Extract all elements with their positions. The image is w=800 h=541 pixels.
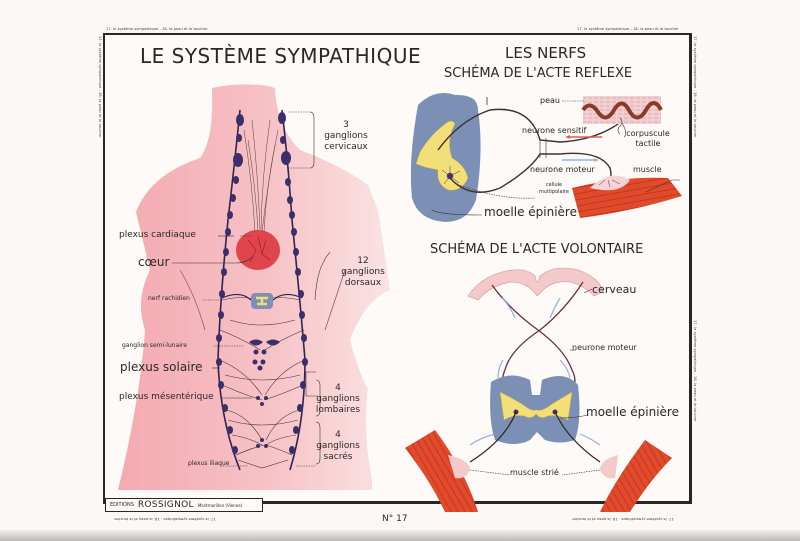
- corpuscule-text: corpuscule: [626, 129, 670, 138]
- reflex-title: SCHÉMA DE L'ACTE REFLEXE: [444, 66, 633, 81]
- neurone-sensitif-label: neurone sensitif: [522, 126, 587, 135]
- neurone-moteur-reflex-label: neurone moteur: [530, 165, 595, 174]
- torso-silhouette: [118, 84, 390, 491]
- plate-number: N° 17: [382, 514, 408, 524]
- cerveau-label: cerveau: [592, 283, 637, 296]
- voluntary-diagram: [405, 267, 672, 512]
- ganglions-dorsaux-count: 12: [357, 256, 369, 266]
- plexus-mesenterique-label: plexus mésentérique: [119, 392, 214, 402]
- motor-neuron: [449, 152, 612, 193]
- plexus-solaire-label: plexus solaire: [120, 360, 203, 374]
- ganglia: [216, 112, 308, 454]
- muscle-label: muscle: [633, 165, 662, 174]
- ganglions-cervicaux-count: 3: [343, 120, 349, 130]
- nerf-rachidien-label: nerf rachidien: [148, 295, 190, 302]
- plexus-cardiaque-label: plexus cardiaque: [119, 230, 196, 240]
- ganglions-dorsaux-text-2: dorsaux: [344, 278, 382, 288]
- publisher-prefix: EDITIONS: [110, 502, 134, 508]
- plexus-iliaque-label: plexus iliaque: [188, 460, 230, 467]
- cellule-multipolaire-label: cellule multipolaire: [532, 182, 576, 196]
- ganglions-sacres-text-2: sacrés: [323, 452, 353, 462]
- tactile-text: tactile: [635, 139, 661, 148]
- running-title-top-left: 17. le système sympathique - 18. la peau…: [106, 27, 208, 31]
- ganglions-lombaires-text: ganglions: [316, 394, 360, 404]
- neurone-moteur-voluntary-label: neurone moteur: [572, 343, 637, 352]
- publisher-name: ROSSIGNOL: [137, 500, 194, 510]
- muscle-strie-label: muscle strié: [510, 468, 559, 477]
- moelle-epiniere-voluntary-label: moelle épinière: [586, 405, 679, 419]
- publisher-box: EDITIONS ROSSIGNOL Montmorillon (Vienne): [105, 498, 263, 512]
- moelle-epiniere-reflex-label: moelle épinière: [484, 205, 577, 219]
- scan-edge-shadow: [0, 530, 800, 541]
- corpuscule-tactile-label: corpuscule tactile: [620, 129, 676, 149]
- heart: [236, 230, 280, 270]
- ganglions-dorsaux-text: ganglions: [341, 267, 385, 277]
- running-title-top-right: 17. le système sympathique - 18. la peau…: [577, 27, 679, 31]
- peau-label: peau: [540, 96, 560, 105]
- ganglions-dorsaux-label: 12 ganglions dorsaux: [335, 256, 391, 289]
- muscle-right: [600, 440, 672, 512]
- cellule-text: cellule: [545, 182, 563, 188]
- brain: [467, 267, 604, 301]
- right-panel-title: LES NERFS: [505, 44, 587, 62]
- ganglions-lombaires-count: 4: [335, 383, 341, 393]
- tactile-corpuscle: [617, 117, 623, 135]
- ganglions-sacres-label: 4 ganglions sacrés: [310, 430, 366, 463]
- ganglions-cervicaux-text-2: cervicaux: [324, 142, 368, 152]
- coeur-label: cœur: [138, 255, 170, 269]
- ganglions-sacres-text: ganglions: [316, 441, 360, 451]
- ganglions-lombaires-text-2: lombaires: [315, 405, 361, 415]
- reflex-diagram: [410, 86, 682, 222]
- ganglions-cervicaux-text: ganglions: [324, 131, 368, 141]
- publisher-location: Montmorillon (Vienne): [197, 502, 243, 508]
- ganglions-lombaires-label: 4 ganglions lombaires: [310, 383, 366, 416]
- left-panel-title: LE SYSTÈME SYMPATHIQUE: [140, 44, 422, 68]
- muscle-block: [572, 177, 682, 218]
- multipolaire-text: multipolaire: [539, 189, 569, 195]
- voluntary-title: SCHÉMA DE L'ACTE VOLONTAIRE: [430, 242, 644, 257]
- ganglion-semi-lunaire-label: ganglion semi-lunaire: [122, 342, 187, 349]
- spinal-cord-large: [490, 375, 580, 444]
- sensory-neuron: [437, 108, 627, 151]
- ganglions-cervicaux-label: 3 ganglions cervicaux: [318, 120, 374, 153]
- torso-figure: [118, 84, 390, 491]
- muscle-left: [405, 430, 478, 512]
- ganglions-sacres-count: 4: [335, 430, 341, 440]
